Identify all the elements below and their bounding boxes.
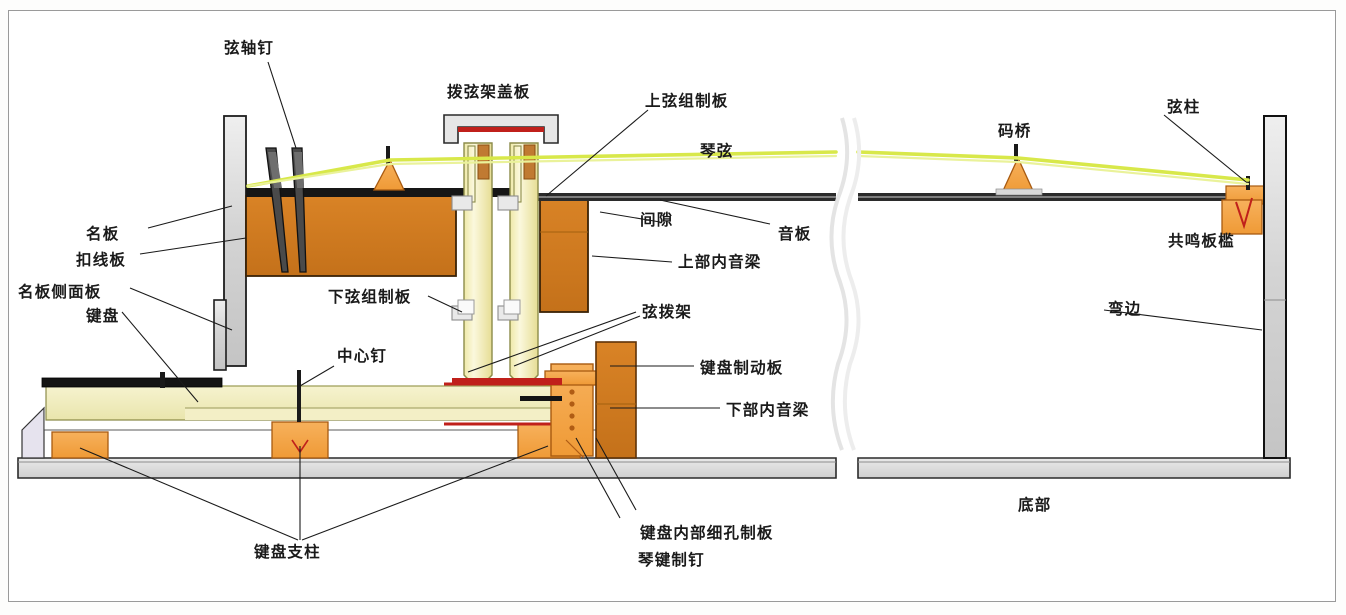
label-key-support: 键盘支柱 [254, 543, 321, 561]
label-bentside: 弯边 [1108, 300, 1142, 318]
bentside-wall [1263, 115, 1287, 459]
label-string-hook-board: 扣线板 [76, 251, 127, 269]
label-soundboard: 音板 [778, 225, 812, 243]
key-stop-post [595, 341, 637, 459]
front-key-pin [160, 372, 165, 388]
break-marks [829, 117, 862, 451]
register-slot [457, 299, 475, 315]
label-upper-liner: 上部内音梁 [678, 253, 762, 271]
label-bottom: 底部 [1018, 496, 1052, 514]
label-balance-pin: 中心钉 [337, 347, 388, 365]
hitchpin-block [1221, 176, 1265, 235]
label-key-pin: 琴键制钉 [638, 551, 705, 569]
label-jack-guide: 弦拨架 [642, 303, 693, 321]
label-gap: 间隙 [640, 211, 674, 229]
label-key-stop-board: 键盘制动板 [700, 359, 784, 377]
jack-2 [497, 142, 539, 384]
label-keyboard: 键盘 [86, 307, 120, 325]
soundboard-panel [538, 193, 1230, 201]
label-soundboard-sill: 共鸣板槛 [1168, 232, 1235, 250]
nut [372, 146, 406, 191]
label-upper-register: 上弦组制板 [645, 92, 729, 110]
nameboard-panel [213, 115, 247, 371]
strings [246, 150, 1250, 188]
key-lever [41, 377, 562, 426]
label-rack-board: 键盘内部细孔制板 [640, 524, 774, 542]
bridge-block [995, 144, 1043, 196]
jack-rest-felt [452, 378, 562, 385]
label-string: 琴弦 [700, 142, 734, 160]
wrest-plank [245, 188, 538, 277]
label-lower-liner: 下部内音梁 [726, 401, 810, 419]
front-rail-block [51, 431, 109, 459]
balance-pin [297, 370, 301, 422]
leader-lines [79, 61, 1263, 541]
label-tuning-pin: 弦轴钉 [224, 39, 275, 57]
label-nameboard: 名板 [86, 225, 120, 243]
label-lower-register: 下弦组制板 [328, 288, 412, 306]
label-hitchpin: 弦柱 [1167, 98, 1201, 116]
register-slot [503, 299, 521, 315]
label-bridge: 码桥 [998, 122, 1032, 140]
label-nameboard-side: 名板侧面板 [18, 283, 102, 301]
jack-1 [451, 142, 493, 384]
upper-belly-rail [539, 195, 589, 313]
jack-rail-cover [443, 114, 559, 144]
bottom-board [17, 457, 1291, 479]
rack-pin [520, 396, 562, 401]
key-top [41, 377, 223, 388]
label-jack-rail: 拨弦架盖板 [447, 83, 531, 101]
